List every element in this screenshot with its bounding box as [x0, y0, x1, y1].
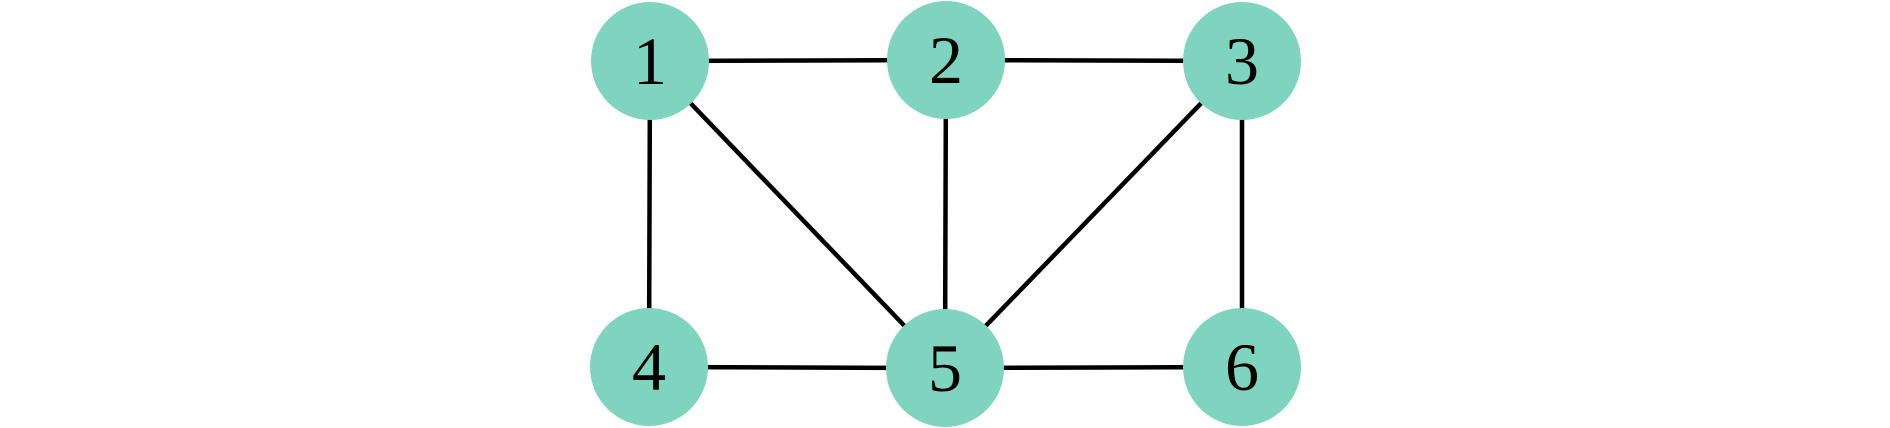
- edge-3-5: [943, 59, 1244, 370]
- graph-node-1: 1: [591, 2, 709, 120]
- edge-1-5: [648, 59, 947, 370]
- node-6-circle: [1183, 308, 1301, 426]
- node-2-label: 2: [929, 22, 963, 98]
- node-3-label: 3: [1225, 23, 1259, 99]
- node-6-label: 6: [1225, 329, 1259, 405]
- graph-node-4: 4: [590, 308, 708, 426]
- graph-node-6: 6: [1183, 308, 1301, 426]
- node-5-label: 5: [928, 330, 962, 406]
- node-3-circle: [1183, 2, 1301, 120]
- graph-node-5: 5: [886, 309, 1004, 427]
- node-1-label: 1: [633, 23, 667, 99]
- node-5-circle: [886, 309, 1004, 427]
- node-layer: 1 2 3 4 5 6: [590, 1, 1301, 427]
- node-2-circle: [887, 1, 1005, 119]
- node-1-circle: [591, 2, 709, 120]
- node-4-label: 4: [632, 329, 666, 405]
- graph-node-3: 3: [1183, 2, 1301, 120]
- graph-node-2: 2: [887, 1, 1005, 119]
- node-4-circle: [590, 308, 708, 426]
